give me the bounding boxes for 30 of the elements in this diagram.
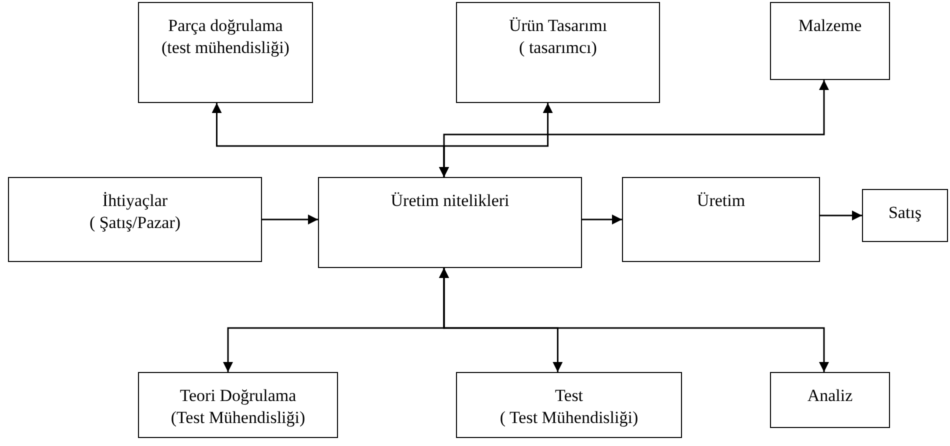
process-box (622, 177, 820, 262)
box-text: (test mühendisliği) (162, 37, 290, 59)
process-box (770, 372, 890, 428)
box-text: Teori Doğrulama (180, 385, 296, 407)
box-text: İhtiyaçlar (102, 190, 168, 212)
process-box (138, 2, 313, 103)
arrow (439, 268, 829, 372)
process-box (862, 189, 948, 242)
arrow (262, 214, 318, 224)
process-box (318, 177, 582, 268)
box-text: Ürün Tasarımı (508, 15, 608, 37)
box-text: Analiz (807, 385, 853, 407)
box-text: Parça doğrulama (168, 15, 283, 37)
box-text: (Test Mühendisliği) (170, 407, 306, 429)
box-text: Üretim (696, 190, 746, 212)
box-text: Satış (888, 202, 922, 224)
process-box (456, 372, 682, 438)
process-box (138, 372, 338, 438)
box-text: ( Test Mühendisliği) (500, 407, 638, 429)
arrow (820, 210, 862, 220)
process-box (8, 177, 262, 262)
box-text: Test (554, 385, 584, 407)
process-box (770, 2, 890, 80)
box-text: Üretim nitelikleri (390, 190, 510, 212)
arrow (582, 214, 622, 224)
arrow (439, 80, 829, 177)
process-box (456, 2, 660, 103)
box-text: ( Şatış/Pazar) (89, 212, 181, 234)
box-text: Malzeme (798, 15, 862, 37)
box-text: ( tasarımcı) (519, 37, 597, 59)
